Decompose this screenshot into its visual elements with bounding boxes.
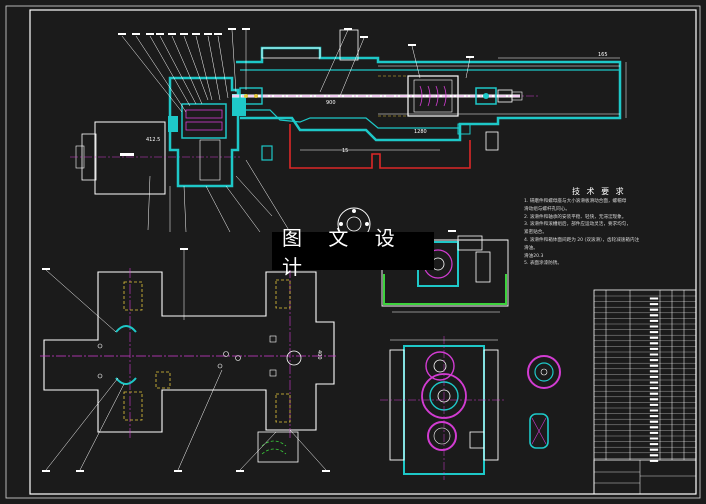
tech-requirement-item: 滑油。 [524,245,538,251]
parts-list-entry-mark [649,437,659,440]
parts-list-entry-mark [649,448,659,451]
top-section-view: 412.5 900 15 1280 165 [70,28,627,233]
parts-list-entry-mark [649,443,659,446]
tech-requirements-title: 技 术 要 求 [572,187,626,196]
slide-body-outline [236,46,622,142]
parts-list-entry-mark [649,387,659,390]
parts-list-entry-mark [649,314,659,317]
parts-list-entry-mark [649,454,659,457]
parts-list-entry-mark [649,347,659,350]
parts-list-entry-mark [649,342,659,345]
gearbox-housing [168,76,240,188]
parts-list-entry-mark [649,297,659,300]
ball-nut [407,75,459,117]
tech-requirement-item: 3. 滚滑件和滚槽组后，部件应运动灵活，要求均匀， [524,222,631,228]
base-plate-outline [43,271,335,433]
tech-requirement-item: 滑动组与螺杆孔同心。 [524,206,570,212]
tech-requirement-item: 4. 滚滑件和箱体面间距为 20 (双滚滑），齿轮减速箱内注 [524,237,640,243]
parts-list-entry-mark [649,403,659,406]
parts-list-entry-mark [649,325,659,328]
parts-list-entry-mark [649,336,659,339]
parts-list-entry-mark [649,364,659,367]
inner-frame [29,9,697,495]
tech-requirement-item: 滑油20.3 [524,253,544,259]
parts-list-entry-mark [649,359,659,362]
tech-requirement-item: 紧密贴合。 [524,230,547,236]
parts-list-entry-mark [649,303,659,306]
parts-list-entry-mark [649,331,659,334]
parts-list-entry-mark [649,420,659,423]
watermark-banner: 图 文 设 计 [272,226,434,279]
parts-list-entry-mark [649,370,659,373]
parts-list-entry-mark [649,381,659,384]
parts-list-entry-mark [649,319,659,322]
tech-requirement-item: 2. 滚滑件和轴承的安装平稳、轻快，无滞涩现象。 [524,214,627,220]
front-plan-view: 400 [40,248,336,472]
parts-list-entry-mark [649,392,659,395]
tech-requirement-item: 1. 研磨件和螺母座与大小滚滑板滑动合面，螺帽母 [524,199,627,204]
dim-label: 400 [316,350,322,360]
outer-frame [5,5,701,499]
parts-list-entry-mark [649,375,659,378]
dim-label: 165 [598,52,608,58]
parts-list-entry-mark [649,431,659,434]
tech-requirements-list: 1. 研磨件和螺母座与大小滚滑板滑动合面，螺帽母 滑动组与螺杆孔同心。 2. 滚… [524,198,694,268]
dim-label: 15 [342,148,348,154]
parts-list-entry-mark [649,398,659,401]
motor-body [94,121,166,195]
parts-list-entry-mark [649,415,659,418]
gearbox-end-view [380,336,506,480]
dim-label: 1280 [414,129,427,135]
gear-detail-view [527,355,561,449]
parts-list-entry-mark [649,409,659,412]
parts-list-entry-mark [649,426,659,429]
watermark-text: 图 文 设 计 [282,226,405,279]
parts-list-entry-mark [649,308,659,311]
parts-list-entry-mark [649,353,659,356]
dim-label: 412.5 [146,137,160,143]
lubrication-pipe [289,124,471,169]
tech-requirement-item: 5. 表面涂漆防锈。 [524,261,563,267]
dim-label: 900 [326,100,336,106]
parts-list-table [593,289,697,495]
